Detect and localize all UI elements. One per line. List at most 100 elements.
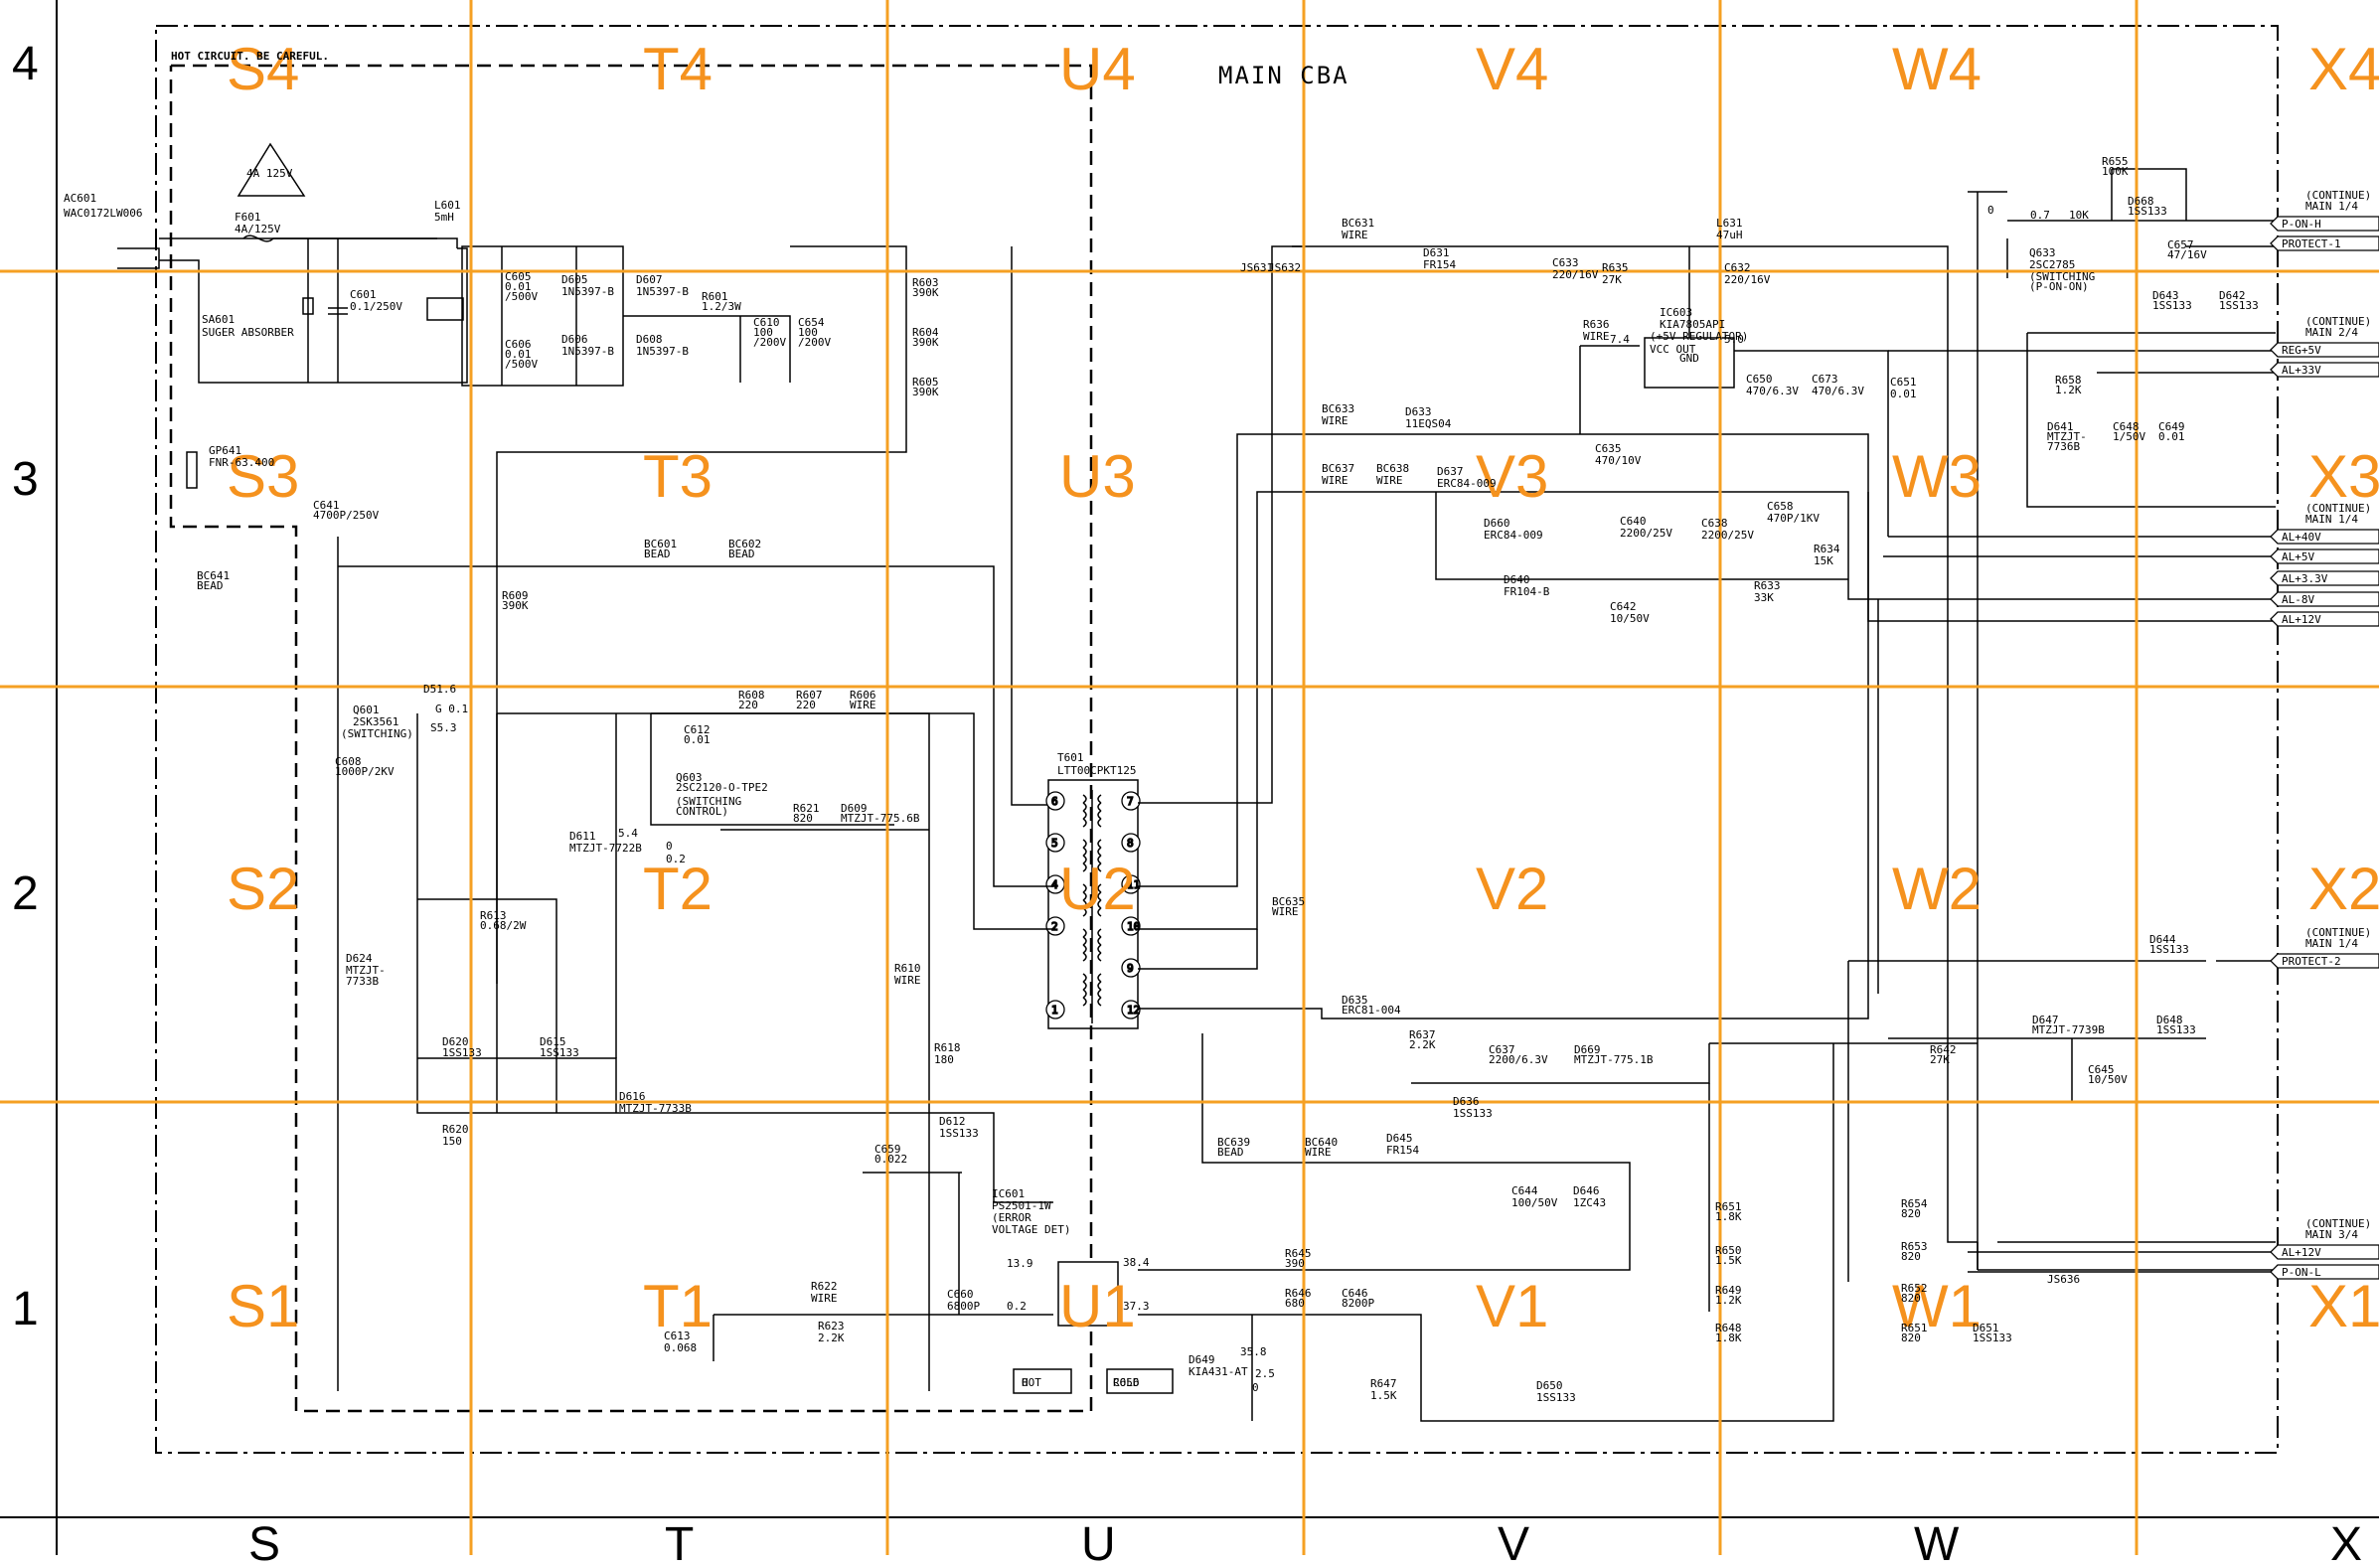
component-label: Q603: [676, 771, 703, 784]
component-label: 470P/1KV: [1767, 512, 1820, 525]
grid-cell-v4: V4: [1476, 36, 1548, 102]
component-label: D645: [1386, 1132, 1413, 1145]
component-label: C673: [1812, 373, 1838, 386]
component-label: 390: [1285, 1257, 1305, 1270]
connector-signal: PROTECT-2: [2282, 955, 2341, 968]
component-label: D612: [939, 1115, 966, 1128]
component-label: 0.01: [1890, 388, 1917, 400]
component-label: 820: [1901, 1292, 1921, 1305]
transformer-pin-number: 12: [1127, 1004, 1140, 1017]
connector-heading: (CONTINUE): [2305, 315, 2371, 328]
component-label: C632: [1724, 261, 1751, 274]
component-label: D620: [442, 1035, 469, 1048]
connector-arrow: [2270, 216, 2379, 232]
component-label: SA601: [202, 313, 235, 326]
component-label: ERC84-009: [1484, 529, 1543, 542]
component-label: JS631: [1240, 261, 1273, 274]
component-label: C657: [2167, 238, 2194, 251]
grid-cell-t2: T2: [643, 856, 713, 922]
component-label: 1SS133: [2219, 299, 2259, 312]
component-label: D641: [2047, 420, 2074, 433]
component-label: WIRE: [811, 1292, 838, 1305]
component-label: /200V: [798, 336, 831, 349]
component-label: 0.01: [505, 348, 532, 361]
component-label: 1.8K: [1715, 1210, 1742, 1223]
component-label: MTZJT-: [2047, 430, 2087, 443]
transformer-pin: [1121, 916, 1141, 936]
component-label: 27K: [1930, 1053, 1950, 1066]
component-label: C646: [1342, 1287, 1368, 1300]
component-label: MTZJT-7733B: [619, 1102, 692, 1115]
component-label: 7.4: [1610, 333, 1630, 346]
transformer-pin-number: 6: [1051, 795, 1058, 808]
component-label: D668: [2128, 195, 2154, 208]
component-label: R646: [1285, 1287, 1312, 1300]
component-label: D648: [2156, 1014, 2183, 1026]
component-label: R605: [912, 376, 939, 389]
component-label: 2SC2120-O-TPE2: [676, 781, 768, 794]
component-label: R649: [1715, 1284, 1742, 1297]
component-label: R645: [1285, 1247, 1312, 1260]
grid-cell-u1: U1: [1059, 1273, 1136, 1339]
transformer-pin: [1121, 1000, 1141, 1019]
component-label: BC639: [1217, 1136, 1250, 1149]
component-label: 100: [798, 326, 818, 339]
component-label: 390K: [912, 336, 939, 349]
component-label: (SWITCHING: [676, 795, 741, 808]
component-label: FR154: [1386, 1144, 1419, 1157]
connector-heading: (CONTINUE): [2305, 1217, 2371, 1230]
component-label: 150: [442, 1135, 462, 1148]
component-label: JS636: [2047, 1273, 2080, 1286]
grid-cell-t3: T3: [643, 443, 713, 510]
component-label: D633: [1405, 405, 1432, 418]
component-label: R608: [738, 689, 765, 702]
component-label: 1SS133: [1453, 1107, 1493, 1120]
grid-cell-w2: W2: [1892, 856, 1982, 922]
component-label: 1SS133: [1536, 1391, 1576, 1404]
component-label: D643: [2152, 289, 2179, 302]
transformer-pin-number: 4: [1051, 878, 1058, 891]
component-label: CONTROL): [676, 805, 728, 818]
component-label: /500V: [505, 290, 538, 303]
component-label: WIRE: [1322, 474, 1348, 487]
transformer-pin-number: 2: [1051, 920, 1058, 933]
component-label: F601: [235, 211, 261, 224]
component-label: 470/10V: [1595, 454, 1642, 467]
component-label: 5.4: [618, 827, 638, 840]
component-label: WIRE: [1305, 1146, 1332, 1159]
component-label: D649: [1189, 1353, 1215, 1366]
component-label: Q633: [2029, 246, 2056, 259]
component-label: 1N5397-B: [636, 345, 689, 358]
component-label: FNR-63.400: [209, 456, 274, 469]
component-label: D605: [561, 273, 588, 286]
component-label: R613: [480, 909, 507, 922]
component-label: 0.68/2W: [480, 919, 527, 932]
component-label: COLD: [1113, 1376, 1140, 1389]
transformer-pin: [1121, 833, 1141, 853]
component-label: D647: [2032, 1014, 2059, 1026]
component-label: 100K: [2102, 165, 2129, 178]
component-label: 13.9: [1007, 1257, 1033, 1270]
transformer-pin-number: 5: [1051, 837, 1058, 850]
component-label: 4700P/250V: [313, 509, 380, 522]
component-label: R609: [502, 589, 529, 602]
grid-cell-v1: V1: [1476, 1273, 1548, 1339]
component-label: /200V: [753, 336, 786, 349]
component-label: C633: [1552, 256, 1579, 269]
component-label: 1SS133: [2152, 299, 2192, 312]
transformer-pin: [1045, 1000, 1065, 1019]
connectors: (CONTINUE)MAIN 1/4P-ON-HPROTECT-1(CONTIN…: [2270, 189, 2379, 1280]
component-label: (ERROR: [992, 1211, 1031, 1224]
grid-cell-v2: V2: [1476, 856, 1548, 922]
component-label: SUGER ABSORBER: [202, 326, 294, 339]
connector-heading: (CONTINUE): [2305, 502, 2371, 515]
component-label: 10K: [2069, 209, 2089, 222]
component-label: WIRE: [1342, 229, 1368, 241]
transformer-pin: [1121, 958, 1141, 978]
component-label: 0.01: [684, 733, 711, 746]
component-label: R601: [702, 290, 728, 303]
component-label: 1SS133: [2156, 1023, 2196, 1036]
component-label: C606: [505, 338, 532, 351]
component-label: 37.3: [1123, 1300, 1150, 1313]
